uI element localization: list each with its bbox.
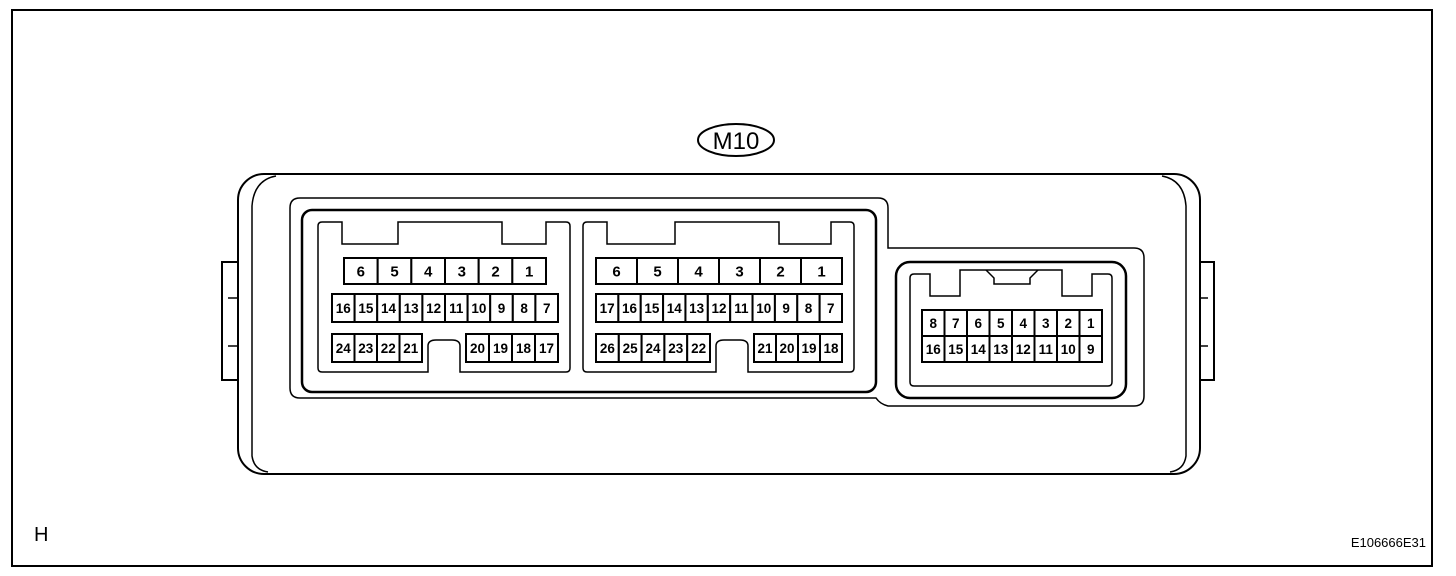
pin-number: 21 [757,341,773,356]
pin-number: 14 [971,342,987,357]
pin-number: 21 [403,341,419,356]
pin-number: 11 [1039,342,1054,357]
left-mounting-tab [221,261,239,381]
pin-number: 12 [1016,342,1031,357]
connector-label: M10 [713,128,760,155]
pin-number: 5 [997,316,1005,331]
pin-number: 16 [336,301,352,316]
pin-number: 5 [390,263,398,280]
pin-number: 10 [1061,342,1076,357]
pin-number: 2 [776,263,784,280]
pin-cell [800,257,843,285]
pin-number: 1 [817,263,825,280]
pin-number: 9 [782,301,790,316]
pin-number: 7 [952,316,960,331]
pin-number: 18 [823,341,839,356]
pin-number: 15 [644,301,660,316]
pin-cell [511,257,547,285]
connector-bay-outline [289,197,1145,407]
pin-number: 16 [622,301,638,316]
pin-number: 8 [520,301,528,316]
pin-cell [818,293,843,323]
pin-number: 13 [689,301,705,316]
pin-number: 15 [948,342,964,357]
pin-number: 19 [801,341,816,356]
latch-key [985,269,1039,285]
pin-number: 4 [1019,316,1027,331]
pin-number: 4 [424,263,433,280]
pin-cell [686,333,712,363]
pin-number: 14 [381,301,397,316]
pin-cell [718,257,761,285]
pin-number: 10 [756,301,771,316]
pin-number: 13 [404,301,420,316]
pin-number: 3 [735,263,743,280]
pin-cell [759,257,802,285]
pin-cell [534,293,560,323]
connector-shell-1 [317,221,571,373]
ecu-housing [221,173,1215,475]
pin-number: 12 [426,301,441,316]
connector-frame-1 [300,208,878,394]
pin-number: 22 [381,341,396,356]
pin-number: 20 [470,341,485,356]
pin-number: 22 [691,341,706,356]
pin-number: 17 [600,301,615,316]
pin-number: 11 [449,301,464,316]
pin-number: 11 [734,301,749,316]
pin-number: 18 [516,341,532,356]
pin-number: 2 [491,263,499,280]
pin-number: 4 [694,263,703,280]
pin-cell [534,333,559,363]
connector-shells [317,221,1113,387]
pin-number: 5 [653,263,661,280]
pin-number: 25 [623,341,639,356]
pin-number: 23 [668,341,684,356]
pin-number: 16 [926,342,942,357]
connector-label-oval [697,123,775,157]
pin-number: 8 [805,301,813,316]
pin-number: 24 [645,341,661,356]
pin-number: 24 [336,341,352,356]
pin-number: 19 [493,341,508,356]
pin-number: 6 [612,263,620,280]
pin-number: 9 [1087,342,1095,357]
pin-number: 7 [543,301,551,316]
pin-number: 6 [357,263,365,280]
pin-number: 13 [993,342,1009,357]
pin-number: 23 [358,341,374,356]
connector-shell-2 [582,221,855,373]
pin-number: 7 [827,301,835,316]
pin-number: 8 [929,316,937,331]
pin-number: 14 [667,301,683,316]
pin-number: 2 [1064,316,1072,331]
pin-number: 1 [525,263,533,280]
pin-number: 17 [539,341,554,356]
figure-code: E106666E31 [1350,535,1426,550]
pin-number: 3 [458,263,466,280]
pin-cell [677,257,720,285]
pin-number: 26 [600,341,616,356]
pin-number: 1 [1087,316,1095,331]
connector-frame-2 [894,260,1128,400]
page-letter: H [34,524,49,546]
connector-label-callout: M10 [697,123,775,157]
pin-number: 10 [471,301,486,316]
pin-number: 15 [358,301,374,316]
pin-cell [819,333,843,363]
pin-cell [376,257,413,285]
pin-number: 9 [498,301,506,316]
pin-number: 20 [779,341,794,356]
pin-cell [1078,335,1103,363]
pin-number: 3 [1042,316,1050,331]
pin-cell [595,257,638,285]
pin-cell [398,333,423,363]
pin-number: 12 [711,301,726,316]
pin-number: 6 [974,316,982,331]
connector-shell-3 [909,269,1113,387]
